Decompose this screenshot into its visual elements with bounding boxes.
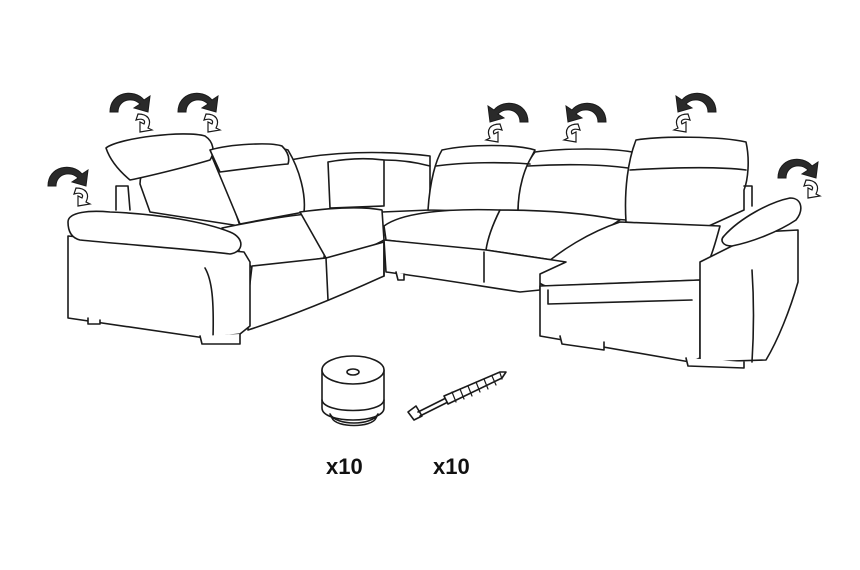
corner-back-cushion <box>327 157 385 209</box>
furniture-foot-icon <box>321 355 385 427</box>
left-armrest-top <box>67 210 242 255</box>
rotate-arrow-icon <box>177 92 221 133</box>
chaise-front <box>539 279 701 363</box>
rotate-arrow-icon <box>673 92 717 133</box>
left-headrest-outer <box>105 133 214 181</box>
right-armrest-top <box>721 197 802 247</box>
chaise-back-cushion <box>624 136 749 231</box>
corner-sofa <box>67 133 802 369</box>
right-armrest-body <box>699 229 799 363</box>
feet-quantity-label: x10 <box>326 454 363 479</box>
left-headrest-inner <box>209 143 290 173</box>
rotate-arrow-icon <box>47 166 91 207</box>
screws-quantity-label: x10 <box>433 454 470 479</box>
mid-back-cushion-b <box>517 148 633 221</box>
rotate-arrow-icon <box>777 158 821 199</box>
rotate-arrow-icon <box>109 92 153 133</box>
rotate-arrow-icon <box>563 102 607 143</box>
wood-screw-icon <box>407 371 507 421</box>
rotate-arrow-icon <box>485 102 529 143</box>
